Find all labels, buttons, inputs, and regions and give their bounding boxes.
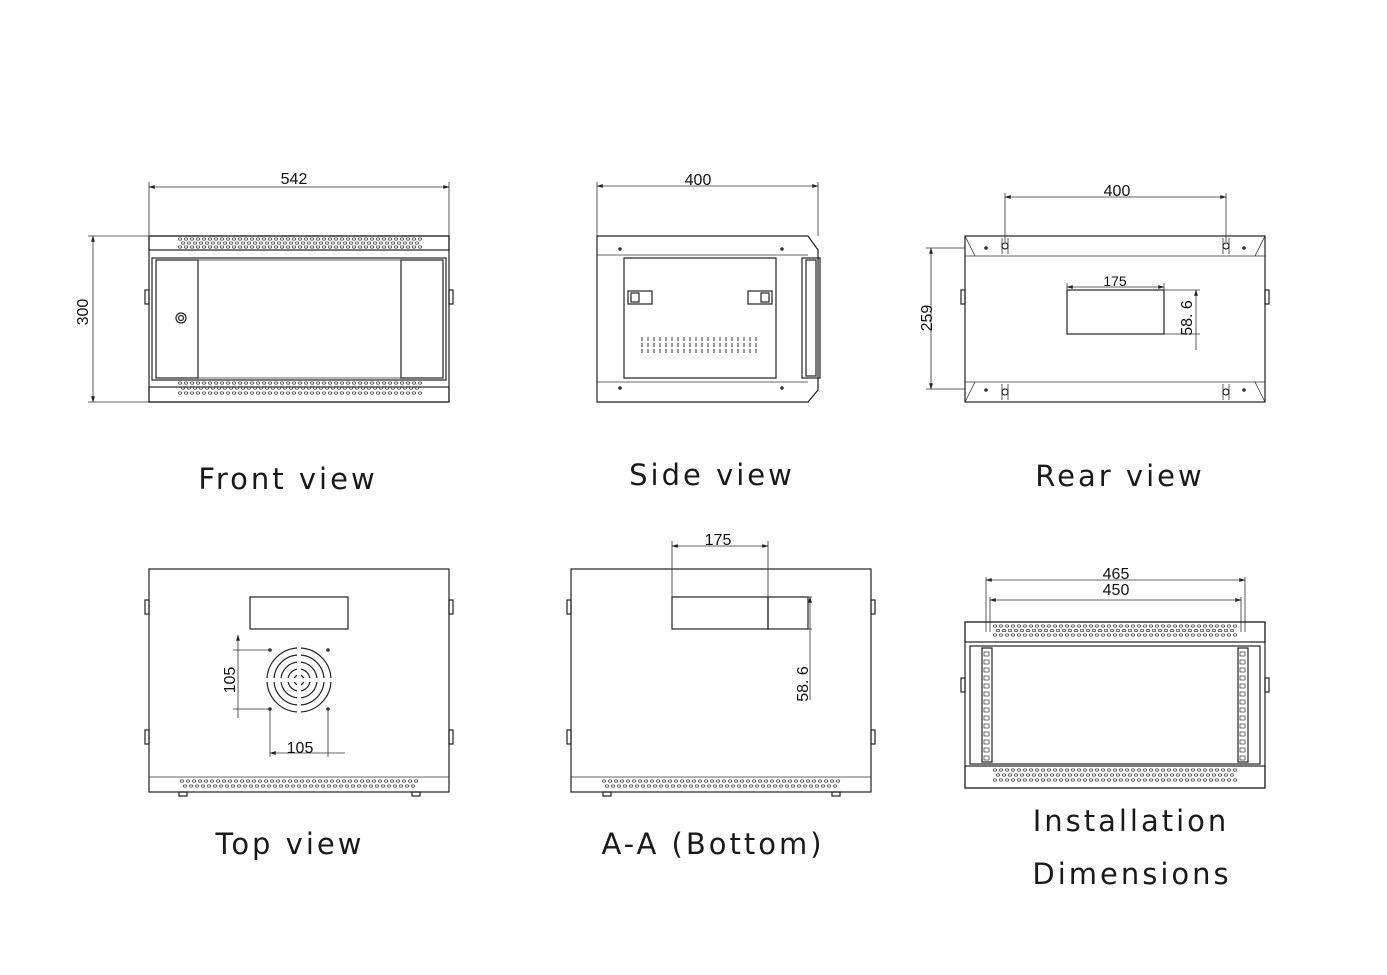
installation-outer-dimension: 465 [1103, 566, 1130, 583]
front-view-drawing: 542 300 [75, 171, 454, 403]
front-top-perforation [177, 237, 423, 249]
side-view-drawing: 400 [596, 172, 821, 403]
installation-drawing: 465 450 [960, 566, 1270, 789]
bottom-view-caption: A-A (Bottom) [601, 827, 825, 861]
rear-width-dimension: 400 [1104, 183, 1131, 200]
installation-caption-line1: Installation [1032, 804, 1230, 838]
side-view-caption: Side view [629, 458, 795, 492]
front-width-dimension: 542 [281, 171, 308, 188]
bottom-slot-height-dimension: 58. 6 [795, 666, 812, 702]
fan-horizontal-dimension: 105 [287, 740, 314, 757]
top-view-drawing: 105 105 [144, 568, 454, 797]
front-view-caption: Front view [198, 462, 378, 496]
rear-view-drawing: 400 259 175 58. 6 [919, 183, 1270, 403]
rail-mounting-holes [983, 651, 1246, 761]
installation-top-perforation [992, 624, 1238, 637]
installation-inner-dimension: 450 [1103, 582, 1130, 599]
front-bottom-perforation [177, 381, 423, 395]
bottom-view-drawing: 175 58. 6 [566, 532, 876, 797]
front-height-dimension: 300 [75, 299, 92, 326]
installation-caption-line2: Dimensions [1032, 857, 1232, 891]
bottom-view-perforation [601, 779, 841, 788]
side-vent-slots [641, 337, 757, 353]
top-view-caption: Top view [215, 827, 365, 861]
rear-height-dimension: 259 [919, 305, 936, 332]
fan-grill-icon [265, 646, 333, 714]
rear-slot-width-dimension: 175 [1103, 273, 1127, 289]
top-bottom-perforation [179, 779, 419, 788]
rear-view-caption: Rear view [1035, 459, 1205, 493]
installation-bottom-perforation [992, 768, 1238, 782]
side-width-dimension: 400 [685, 172, 712, 189]
bottom-slot-width-dimension: 175 [705, 532, 732, 549]
rear-slot-height-dimension: 58. 6 [1179, 300, 1196, 336]
fan-vertical-dimension: 105 [222, 667, 239, 694]
